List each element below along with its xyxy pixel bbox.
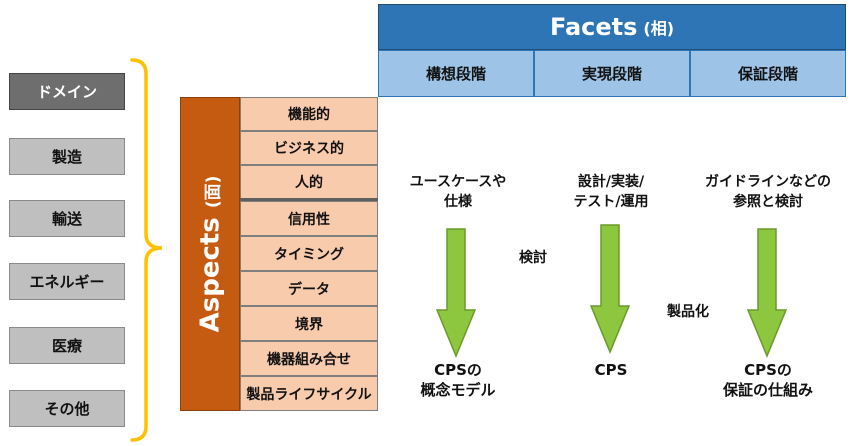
domain-item-transport: 輸送 [9, 200, 125, 237]
flow-result-line: 保証の仕組み [722, 381, 813, 399]
domain-item-manufacturing: 製造 [9, 138, 125, 175]
flow-result-line: CPS [594, 361, 628, 379]
facets-header: Facets (相) [378, 4, 846, 50]
flow-realization-result: CPS [540, 360, 682, 380]
domain-item-medical: 医療 [9, 327, 125, 364]
facets-title-paren: (相) [643, 19, 675, 38]
aspects-bar [180, 97, 240, 411]
transition-label-productization: 製品化 [667, 304, 709, 320]
aspect-item-human: 人的 [240, 165, 378, 199]
flow-input-line: テスト/運用 [573, 194, 649, 210]
aspects-title-paren: (面) [203, 175, 223, 209]
facet-column-realization: 実現段階 [534, 50, 690, 97]
flow-assurance-input: ガイドラインなどの 参照と検討 [690, 172, 846, 212]
flow-result-line: CPSの [434, 361, 482, 379]
flow-input-line: 設計/実装/ [577, 174, 645, 190]
facet-column-conceptualization: 構想段階 [378, 50, 534, 97]
flow-input-line: ガイドラインなどの [705, 174, 831, 190]
aspects-title-text: Aspects [195, 217, 225, 333]
aspect-item-composition: 機器組み合せ [240, 341, 378, 376]
flow-assurance-result: CPSの 保証の仕組み [690, 360, 846, 400]
aspect-item-boundaries: 境界 [240, 306, 378, 341]
flow-result-line: CPSの [744, 361, 792, 379]
down-arrow-icon [436, 228, 476, 358]
flow-conceptualization-input: ユースケースや 仕様 [383, 172, 533, 212]
flow-input-line: 仕様 [444, 194, 472, 210]
down-arrow-icon [590, 224, 630, 354]
aspect-item-timing: タイミング [240, 236, 378, 271]
aspects-title: Aspects (面) [180, 97, 240, 411]
facets-title: Facets [549, 13, 638, 41]
flow-input-line: 参照と検討 [733, 194, 803, 210]
aspect-item-lifecycle: 製品ライフサイクル [240, 376, 378, 411]
facet-column-assurance: 保証段階 [690, 50, 846, 97]
aspect-item-trustworthiness: 信用性 [240, 201, 378, 236]
flow-realization-input: 設計/実装/ テスト/運用 [540, 172, 682, 212]
aspect-item-data: データ [240, 271, 378, 306]
domain-brace [130, 58, 163, 442]
aspect-group-divider [240, 198, 378, 201]
aspect-item-business: ビジネス的 [240, 131, 378, 165]
flow-input-line: ユースケースや [409, 174, 507, 190]
domain-item-energy: エネルギー [9, 263, 125, 300]
transition-label-review: 検討 [519, 250, 547, 266]
domain-header: ドメイン [9, 73, 125, 110]
down-arrow-icon [747, 228, 787, 358]
domain-item-other: その他 [9, 390, 125, 427]
flow-result-line: 概念モデル [420, 381, 496, 399]
flow-conceptualization-result: CPSの 概念モデル [383, 360, 533, 400]
aspect-item-functional: 機能的 [240, 97, 378, 131]
